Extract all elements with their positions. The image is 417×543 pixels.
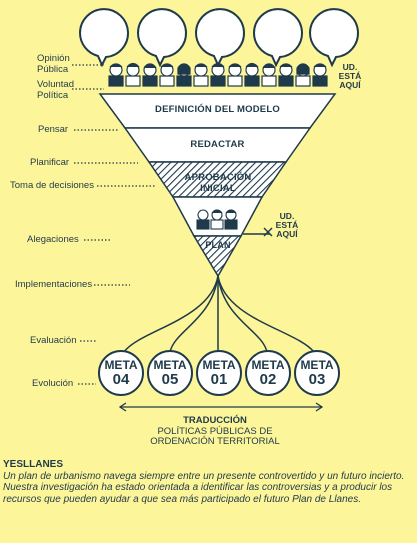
label-implementaciones: Implementaciones	[15, 279, 93, 290]
person-icon	[261, 63, 277, 87]
speech-bubble-icon	[194, 8, 245, 68]
label-voluntad-politica: Voluntad Política	[37, 79, 74, 101]
label-toma-decisiones: Toma de decisiones	[10, 180, 94, 191]
person-icon	[108, 63, 124, 87]
label-connectors	[72, 64, 156, 385]
person-icon	[227, 63, 243, 87]
band-redactar-label: REDACTAR	[190, 139, 245, 150]
caption-body: Un plan de urbanismo navega siempre entr…	[3, 470, 405, 505]
person-icon	[295, 63, 311, 87]
meta-label: META	[153, 358, 187, 372]
fan-lines	[123, 275, 315, 353]
traduccion-line-1: POLÍTICAS PÚBLICAS DE	[157, 425, 273, 437]
meta-number: 03	[308, 371, 326, 388]
band-definicion-label: DEFINICIÓN DEL MODELO	[155, 104, 280, 115]
speech-bubble-icon	[136, 8, 187, 68]
person-icon	[224, 209, 238, 230]
label-evolucion: Evolución	[32, 378, 74, 389]
funnel	[98, 93, 337, 278]
person-icon	[176, 63, 192, 87]
person-icon	[142, 63, 158, 87]
meta-label: META	[300, 358, 334, 372]
meta-number: 01	[210, 371, 228, 388]
meta-number: 05	[161, 371, 179, 388]
label-evaluacion: Evaluación	[30, 335, 77, 346]
funnel-band-plan	[192, 235, 243, 278]
timeline-arrow	[118, 402, 324, 412]
traduccion-line-2: ORDENACIÓN TERRITORIAL	[150, 436, 280, 447]
caption-title: YESLLANES	[3, 459, 64, 470]
person-icon	[159, 63, 175, 87]
meta-number: 04	[112, 371, 130, 388]
caption: YESLLANES Un plan de urbanismo navega si…	[3, 459, 413, 505]
person-icon	[278, 63, 294, 87]
traduccion-block: TRADUCCIÓN POLÍTICAS PÚBLICAS DE ORDENAC…	[120, 415, 310, 448]
band-plan-label: PLAN	[205, 240, 231, 250]
meta-label: META	[202, 358, 236, 372]
you-are-here-top: UD. ESTÁ AQUÍ	[338, 62, 362, 90]
person-icon	[125, 62, 141, 87]
label-opinion-publica: Opinión Pública	[37, 53, 70, 75]
label-planificar: Planificar	[30, 157, 70, 168]
speech-bubble-icon	[308, 8, 359, 68]
traduccion-title: TRADUCCIÓN	[183, 415, 247, 426]
person-icon	[193, 63, 209, 87]
person-icon	[312, 63, 328, 87]
meta-number: 02	[259, 371, 277, 388]
meta-label: META	[251, 358, 285, 372]
band-aprobacion-label: APROBACIÓN INICIAL	[184, 172, 252, 194]
label-alegaciones: Alegaciones	[27, 234, 79, 245]
meta-label: META	[104, 358, 138, 372]
citizens-row	[108, 62, 328, 87]
speech-bubbles	[78, 8, 359, 68]
person-icon	[196, 209, 210, 230]
you-are-here-mid: UD. ESTÁ AQUÍ	[275, 211, 299, 239]
speech-bubble-icon	[78, 8, 129, 68]
label-pensar: Pensar	[38, 124, 69, 135]
speech-bubble-icon	[252, 8, 303, 68]
person-icon	[210, 209, 224, 230]
person-icon	[210, 62, 226, 87]
you-are-here-mid-marker	[243, 227, 273, 237]
person-icon	[244, 62, 260, 87]
decision-makers	[196, 209, 238, 230]
